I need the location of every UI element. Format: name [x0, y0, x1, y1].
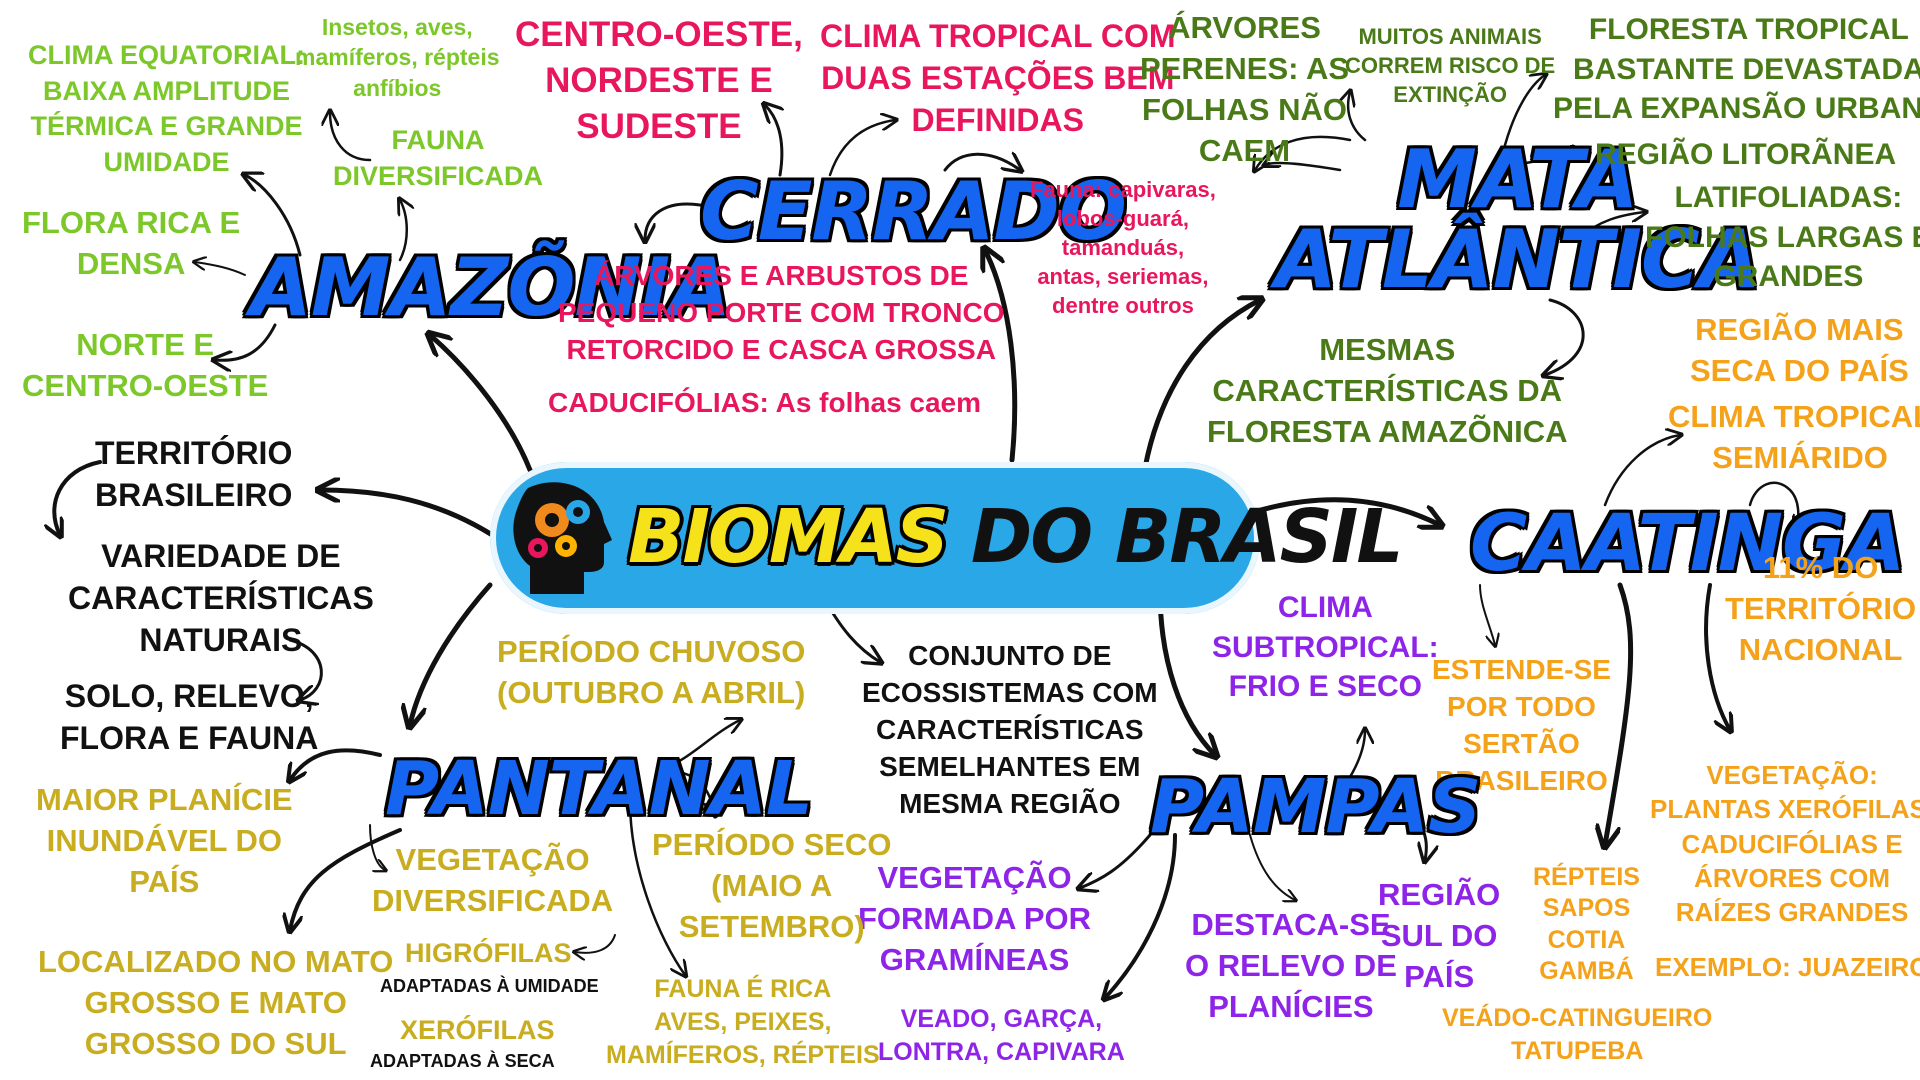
caatinga-exemplo: EXEMPLO: JUAZEIRO [1655, 952, 1920, 982]
mata-regiao: REGIÃO LITORÃNEA [1595, 138, 1897, 171]
title-biomas: BIOMAS [628, 494, 949, 580]
biome-pantanal: PANTANAL [385, 746, 813, 832]
brain-gears-icon [513, 482, 612, 594]
caatinga-vegetacao: VEGETAÇÃO:PLANTAS XERÓFILAS,CADUCIFÓLIAS… [1650, 760, 1920, 928]
cerrado-caducifolias: CADUCIFÓLIAS: As folhas caem [548, 387, 982, 418]
center-title-pill [490, 462, 1260, 614]
cerrado-fauna: Fauna: capivaras,lobos-guará,tamanduás,a… [1030, 177, 1216, 319]
pantanal-xero-sub: ADAPTADAS À SECA [370, 1051, 555, 1071]
arrow-center-territorio [320, 490, 503, 543]
biome-amazonia: AMAZÕNIA [250, 241, 731, 334]
page-title: BIOMAS DO BRASIL [628, 487, 1404, 587]
pantanal-higro-sub: ADAPTADAS À UMIDADE [380, 976, 599, 996]
pampas-animais: VEADO, GARÇA,LONTRA, CAPIVARA [878, 1005, 1125, 1066]
biome-cerrado: CERRADO [700, 165, 1127, 258]
solo-note: SOLO, RELEVO,FLORA E FAUNA [60, 678, 319, 757]
arrow-center-pantanal [410, 582, 493, 725]
pantanal-higrofilas: HIGRÓFILAS [405, 938, 572, 968]
title-do-brasil: DO BRASIL [947, 494, 1404, 580]
arrow-center-amazonia [430, 335, 533, 473]
arrow-center-pampas [1157, 587, 1215, 755]
biome-pampas: PAMPAS [1150, 764, 1481, 850]
pantanal-chuvoso: PERÍODO CHUVOSO(OUTUBRO A ABRIL) [497, 634, 806, 710]
pantanal-xerofilas: XERÓFILAS [400, 1015, 555, 1045]
biome-caatinga: CAATINGA [1470, 499, 1905, 589]
